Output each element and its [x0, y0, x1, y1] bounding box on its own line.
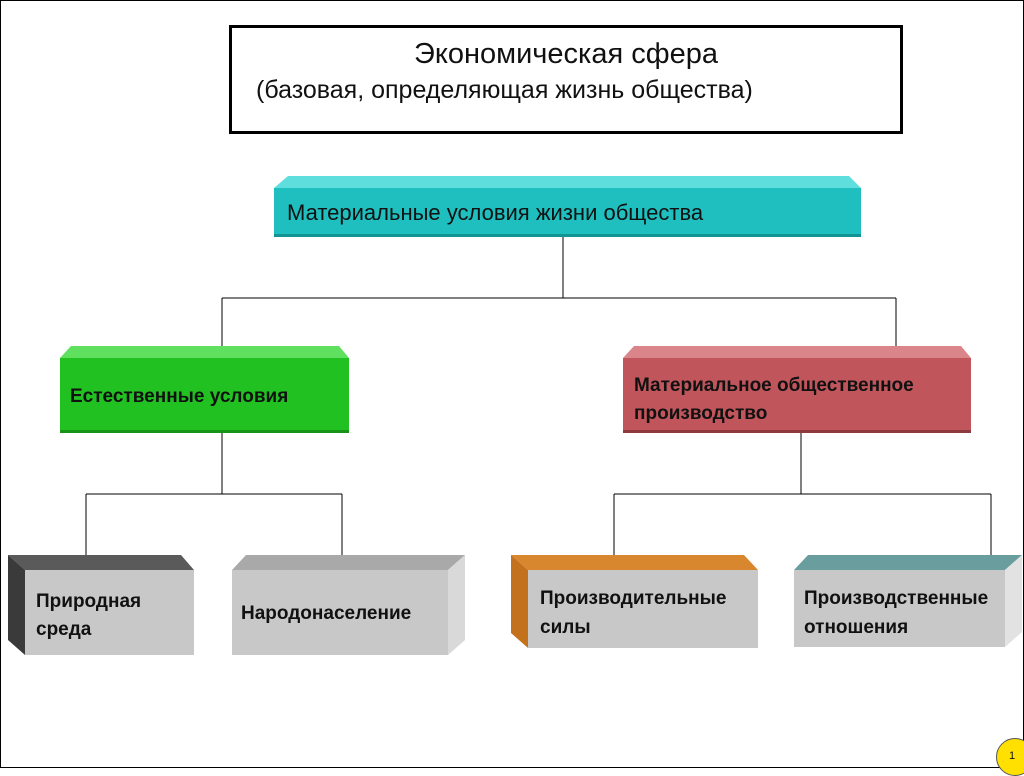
- productive-forces-box: [511, 555, 758, 648]
- natural-conditions-label: Естественные условия: [70, 386, 289, 407]
- productive-forces-label: Производительные силы: [540, 584, 726, 642]
- root-node-bottom-edge: [274, 234, 861, 237]
- natural-environment-box: [8, 555, 194, 655]
- population-front-face: [232, 570, 448, 655]
- productive-forces-side-face: [511, 555, 528, 648]
- population-box: [232, 555, 465, 655]
- page-number-badge: 1: [996, 738, 1024, 776]
- population-top-face: [232, 555, 465, 570]
- material-production-label-line1: Материальное общественное: [634, 375, 914, 396]
- connector-lines: [85, 236, 992, 572]
- material-production-face: [623, 358, 971, 432]
- production-relations-side-face: [1005, 555, 1022, 647]
- root-node-box: [274, 176, 861, 237]
- population-side-face: [448, 555, 465, 655]
- natural-environment-label-line2: среда: [36, 619, 92, 640]
- page-number: 1: [1009, 750, 1016, 762]
- material-production-bottom-edge: [623, 430, 971, 433]
- production-relations-label-line2: отношения: [804, 617, 909, 638]
- production-relations-top-face: [794, 555, 1022, 570]
- natural-conditions-bottom-edge: [60, 430, 349, 433]
- natural-environment-side-face: [8, 555, 25, 655]
- title-box: Экономическая сфера (базовая, определяющ…: [229, 25, 903, 134]
- natural-conditions-face: [60, 358, 349, 432]
- natural-environment-label-line1: Природная: [36, 591, 142, 612]
- material-production-top-bevel: [623, 346, 971, 358]
- productive-forces-label-line2: силы: [540, 617, 591, 638]
- productive-forces-front-face: [528, 570, 758, 648]
- production-relations-box: [794, 555, 1022, 647]
- material-production-label: Материальное общественное производство: [634, 372, 914, 428]
- natural-conditions-top-bevel: [60, 346, 349, 358]
- natural-environment-front-face: [25, 570, 194, 655]
- title-heading: Экономическая сфера: [414, 38, 718, 70]
- production-relations-label: Производственные отношения: [804, 584, 988, 642]
- natural-environment-top-face: [8, 555, 194, 570]
- natural-conditions-box: [60, 346, 349, 433]
- material-production-label-line2: производство: [634, 403, 768, 424]
- material-production-box: [623, 346, 971, 433]
- root-node-label: Материальные условия жизни общества: [287, 200, 704, 225]
- production-relations-label-line1: Производственные: [804, 588, 989, 609]
- population-label: Народонаселение: [241, 603, 412, 624]
- natural-environment-label: Природная среда: [36, 588, 141, 644]
- root-node-face: [274, 188, 861, 236]
- productive-forces-top-face: [511, 555, 758, 570]
- root-node-top-bevel: [274, 176, 861, 188]
- title-subheading: (базовая, определяющая жизнь общества): [256, 76, 753, 104]
- production-relations-front-face: [794, 570, 1005, 647]
- productive-forces-label-line1: Производительные: [540, 588, 727, 609]
